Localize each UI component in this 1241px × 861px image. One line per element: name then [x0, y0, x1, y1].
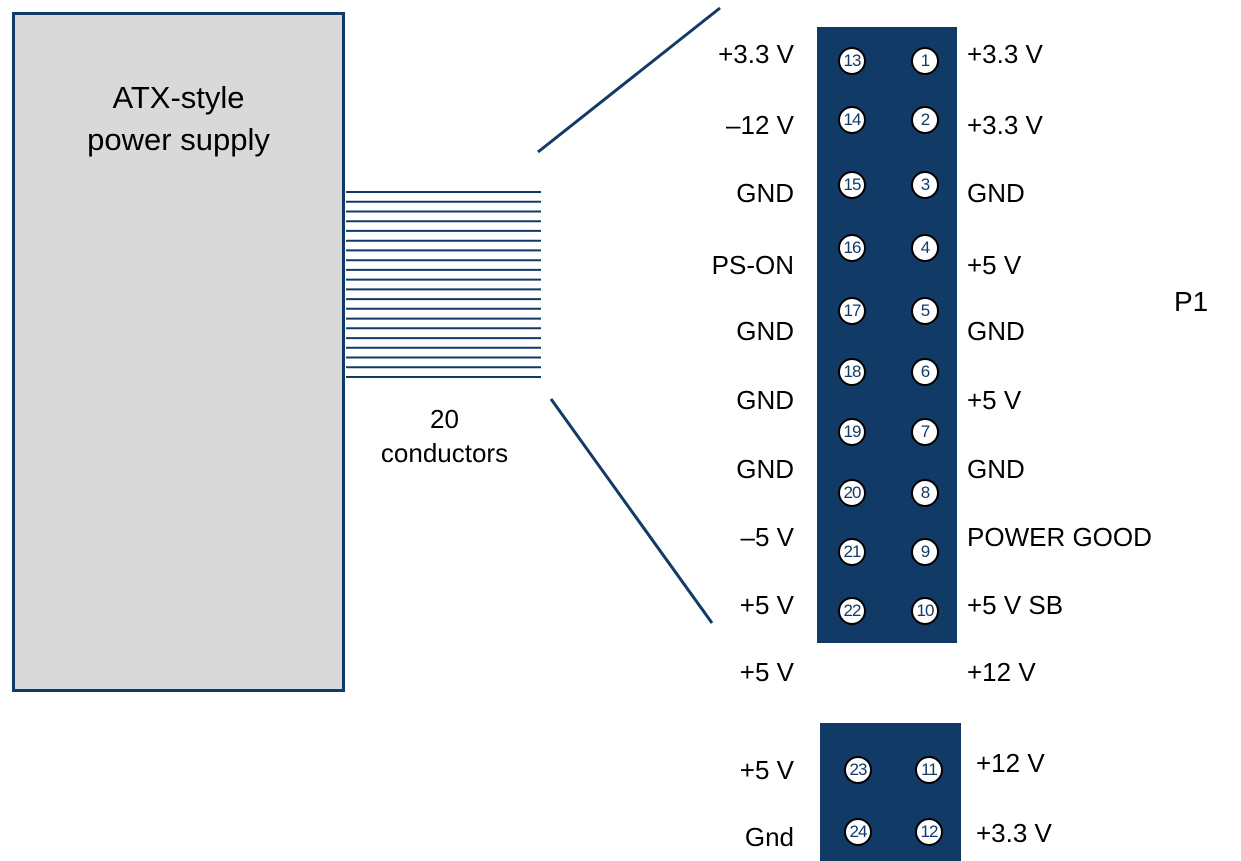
pin-6-label: +5 V	[967, 385, 1022, 415]
pin-3: 3	[911, 171, 939, 199]
pin-17: 17	[838, 297, 866, 325]
pin-18-label: GND	[736, 385, 794, 415]
pin-19-label: GND	[736, 454, 794, 484]
pin-16-label: PS-ON	[711, 250, 794, 280]
power-supply-label-line1: ATX-style	[112, 80, 245, 115]
power-supply-label-line2: power supply	[87, 122, 270, 157]
power-supply-label: ATX-style power supply	[15, 77, 342, 161]
conductors-label: 20 conductors	[372, 402, 517, 470]
pin-11: 11	[915, 756, 943, 784]
pin-1: 1	[911, 47, 939, 75]
pin-16: 16	[838, 234, 866, 262]
pin-4: 4	[911, 234, 939, 262]
pin-24: 24	[844, 818, 872, 846]
pin-20-label: –5 V	[740, 522, 795, 552]
pin-3-label: GND	[967, 178, 1025, 208]
pin-6: 6	[911, 358, 939, 386]
leader-line-top	[537, 6, 721, 154]
conductors-count: 20	[430, 404, 459, 434]
pin-17-label: GND	[736, 316, 794, 346]
power-supply-box: ATX-style power supply	[12, 12, 345, 692]
pin-10-label: +12 V	[967, 657, 1036, 687]
pin-9: 9	[911, 538, 939, 566]
pin-13: 13	[838, 47, 866, 75]
pin-15-label: GND	[736, 178, 794, 208]
pin-5: 5	[911, 297, 939, 325]
pin-13-label: +3.3 V	[718, 39, 794, 69]
pin-8-label: POWER GOOD	[967, 522, 1152, 552]
leader-line-bottom	[549, 398, 714, 624]
pin-19: 19	[838, 418, 866, 446]
pin-21-label: +5 V	[739, 590, 794, 620]
pin-10: 10	[911, 597, 939, 625]
conductors-text: conductors	[380, 438, 509, 468]
pin-11-label: +12 V	[976, 748, 1045, 778]
pin-7-label: GND	[967, 454, 1025, 484]
pin-21: 21	[838, 538, 866, 566]
connector-label: P1	[1174, 286, 1209, 317]
pin-22: 22	[838, 597, 866, 625]
pin-9-label: +5 V SB	[967, 590, 1064, 620]
pin-12: 12	[915, 818, 943, 846]
pin-20: 20	[838, 479, 866, 507]
pin-12-label: +3.3 V	[976, 818, 1052, 848]
pin-2-label: +3.3 V	[967, 110, 1043, 140]
pin-7: 7	[911, 418, 939, 446]
pin-24-label: Gnd	[744, 822, 794, 852]
pin-14-label: –12 V	[726, 110, 794, 140]
pin-5-label: GND	[967, 316, 1025, 346]
pin-8: 8	[911, 479, 939, 507]
pin-1-label: +3.3 V	[967, 39, 1043, 69]
pin-15: 15	[838, 171, 866, 199]
pin-22-label: +5 V	[739, 657, 794, 687]
pin-14: 14	[838, 106, 866, 134]
pin-4-label: +5 V	[967, 250, 1022, 280]
pin-23: 23	[844, 756, 872, 784]
pin-18: 18	[838, 358, 866, 386]
pin-2: 2	[911, 106, 939, 134]
pin-23-label: +5 V	[739, 755, 794, 785]
